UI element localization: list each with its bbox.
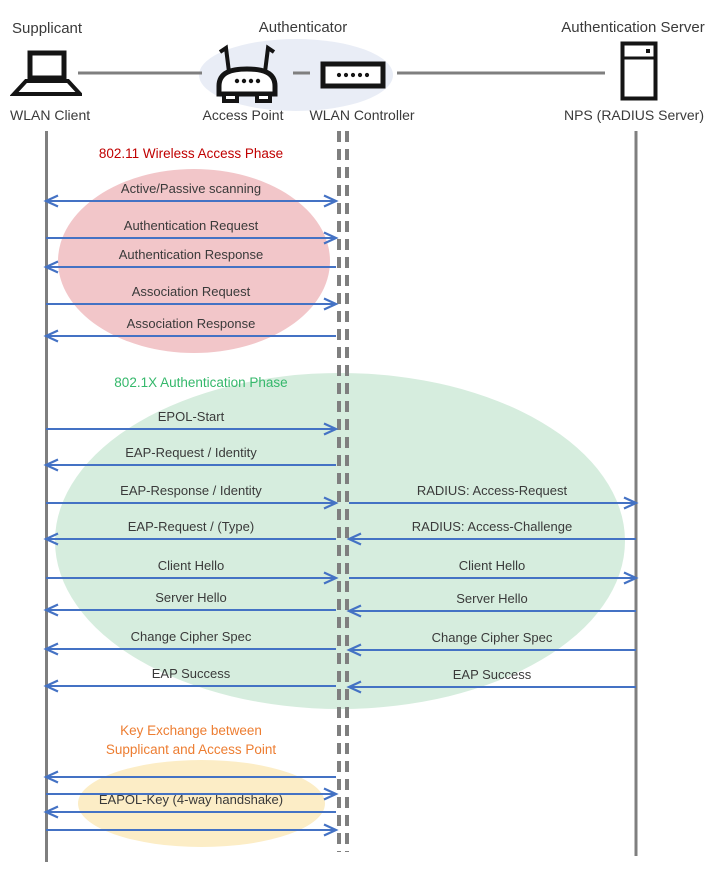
wlan-controller-icon — [320, 61, 386, 89]
device-nps-label: NPS (RADIUS Server) — [563, 107, 705, 123]
arrowhead — [43, 194, 59, 208]
arrowhead — [43, 260, 59, 274]
role-supplicant-label: Supplicant — [12, 20, 83, 37]
server-icon — [620, 41, 658, 101]
message-label: Active/Passive scanning — [120, 181, 262, 196]
phase-key-exchange-title-line2: Supplicant and Access Point — [105, 742, 277, 757]
phase-80211-ellipse — [58, 169, 330, 353]
phase-key-exchange-title: Key Exchange between Supplicant and Acce… — [60, 721, 322, 759]
message-label: EAP-Request / Identity — [125, 445, 257, 460]
access-point-icon — [216, 44, 278, 103]
arrowhead — [623, 496, 639, 510]
message-label: Association Request — [131, 284, 251, 299]
role-authenticator-label: Authenticator — [258, 19, 348, 36]
arrowhead — [323, 823, 339, 837]
arrowhead — [623, 571, 639, 585]
message-label: Authentication Response — [118, 247, 264, 262]
message-label: EAP Success — [151, 666, 231, 681]
role-auth-server-label: Authentication Server — [561, 19, 705, 36]
arrowhead — [43, 805, 59, 819]
phase-8021x-title: 802.1X Authentication Phase — [114, 375, 288, 390]
arrowhead — [43, 603, 59, 617]
message-label: Change Cipher Spec — [130, 629, 252, 644]
message-label: Server Hello — [456, 591, 528, 606]
message-label: RADIUS: Access-Challenge — [411, 519, 573, 534]
arrowhead — [323, 297, 339, 311]
arrowhead — [43, 329, 59, 343]
message-label: EPOL-Start — [157, 409, 225, 424]
arrowhead — [43, 458, 59, 472]
laptop-icon — [10, 50, 82, 96]
message-label: Change Cipher Spec — [431, 630, 553, 645]
message-label: EAP-Response / Identity — [120, 483, 262, 498]
device-wlan-client-label: WLAN Client — [10, 107, 91, 123]
message-label: EAP-Request / (Type) — [127, 519, 255, 534]
phase-80211-title: 802.11 Wireless Access Phase — [98, 146, 284, 161]
device-access-point-label: Access Point — [202, 107, 284, 123]
phase-key-exchange-title-line1: Key Exchange between — [120, 723, 262, 738]
arrowhead — [323, 194, 339, 208]
arrowhead — [43, 770, 59, 784]
message-label: Authentication Request — [123, 218, 259, 233]
message-label: Association Response — [126, 316, 256, 331]
arrowhead — [43, 642, 59, 656]
message-label: EAP Success — [452, 667, 532, 682]
arrowhead — [43, 679, 59, 693]
message-label: Client Hello — [157, 558, 225, 573]
device-wlan-controller-label: WLAN Controller — [309, 107, 415, 123]
message-label: RADIUS: Access-Request — [416, 483, 568, 498]
phase-key-exchange-ellipse — [78, 760, 325, 847]
message-label: Client Hello — [458, 558, 526, 573]
message-label: EAPOL-Key (4-way handshake) — [98, 792, 284, 807]
message-label: Server Hello — [155, 590, 227, 605]
